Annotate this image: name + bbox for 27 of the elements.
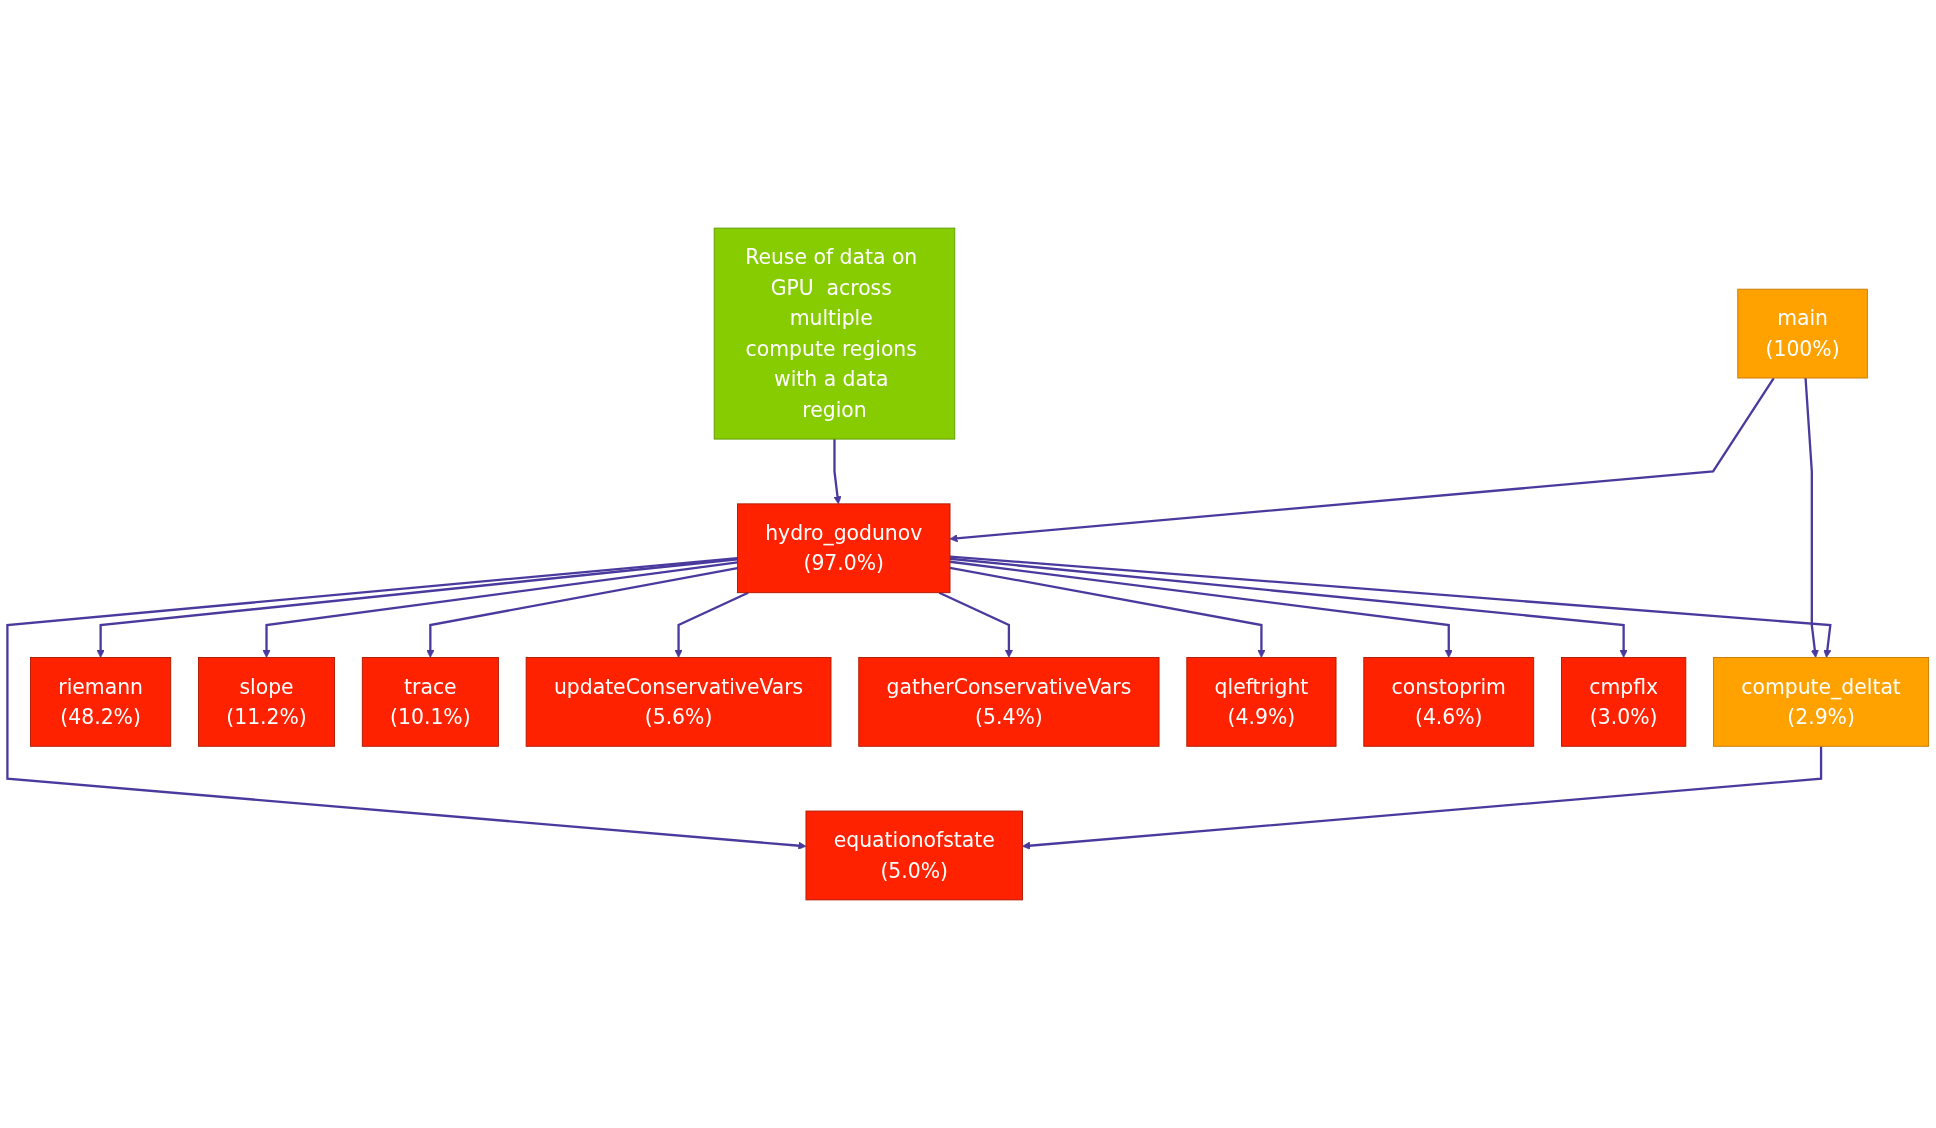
node-box: updateConservativeVars (5.6%) [525, 657, 832, 747]
node-box: trace (10.1%) [361, 657, 499, 747]
arrow [674, 591, 749, 658]
arrow [426, 566, 738, 658]
arrow [949, 555, 1832, 658]
node-box: equationofstate (5.0%) [805, 810, 1023, 901]
node-box: gatherConservativeVars (5.4%) [858, 657, 1160, 747]
node-box: compute_deltat (2.9%) [1713, 657, 1930, 747]
arrow [949, 566, 1266, 658]
arrow [6, 556, 807, 850]
arrow [833, 439, 842, 505]
node-box: slope (11.2%) [198, 657, 335, 747]
node-box: main (100%) [1737, 288, 1868, 379]
arrow [949, 560, 1453, 658]
node-box: cmpflx (3.0%) [1561, 657, 1687, 747]
arrow [949, 557, 1628, 658]
arrow [1804, 377, 1819, 658]
arrow [96, 558, 738, 658]
arrow [1022, 746, 1823, 850]
node-box: Reuse of data on GPU across multiple compute regions with a data region [713, 227, 956, 440]
node-box: riemann (48.2%) [30, 657, 172, 747]
node-box: hydro_godunov (97.0%) [737, 503, 951, 594]
arrow [938, 591, 1013, 658]
arrow [262, 561, 738, 658]
node-box: qleftright (4.9%) [1186, 657, 1337, 747]
arrow [949, 377, 1775, 543]
node-box: constoprim (4.6%) [1363, 657, 1535, 747]
